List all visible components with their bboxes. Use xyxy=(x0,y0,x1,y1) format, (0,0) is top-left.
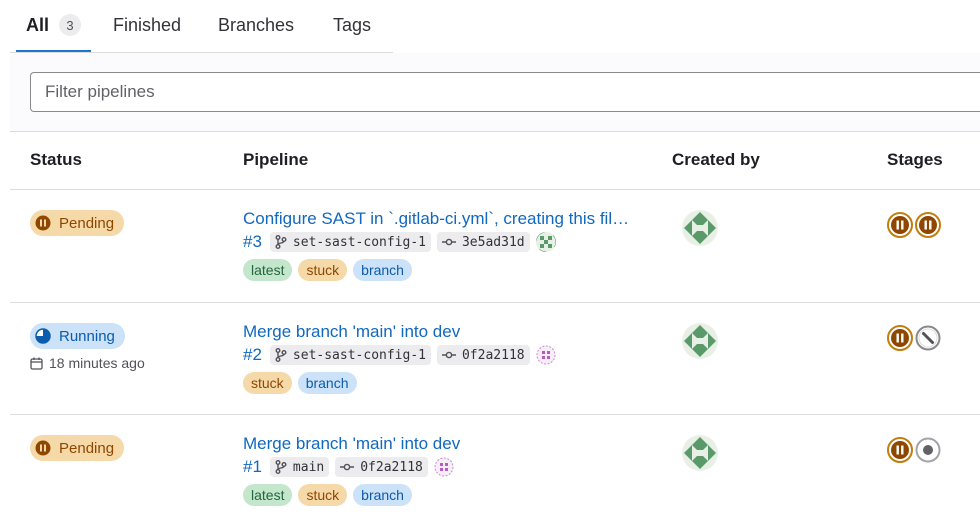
running-icon xyxy=(35,328,51,344)
label-branch: branch xyxy=(353,484,412,506)
commit-sha[interactable]: 0f2a2118 xyxy=(335,457,428,477)
label-branch: branch xyxy=(353,259,412,281)
commit-author-avatar[interactable] xyxy=(535,232,556,252)
avatar[interactable] xyxy=(682,323,718,359)
label-latest: latest xyxy=(243,259,293,281)
pending-icon[interactable] xyxy=(887,437,913,463)
branch-ref[interactable]: set-sast-config-1 xyxy=(269,345,431,365)
pipeline-row: Pending Merge branch 'main' into dev #1 … xyxy=(10,415,980,527)
header-pipeline: Pipeline xyxy=(243,150,309,169)
commit-icon xyxy=(441,351,456,359)
tab-finished[interactable]: Finished xyxy=(113,0,181,50)
pipeline-title-link[interactable]: Merge branch 'main' into dev xyxy=(243,322,461,341)
branch-icon xyxy=(275,235,287,249)
row-divider xyxy=(10,302,980,303)
header-created-by: Created by xyxy=(672,150,760,169)
header-status: Status xyxy=(30,150,82,169)
pipeline-id-link[interactable]: #2 xyxy=(243,345,262,364)
pipeline-tabs: All 3 Finished Branches Tags xyxy=(10,0,393,53)
status-label: Pending xyxy=(59,214,115,232)
avatar[interactable] xyxy=(682,435,718,471)
branch-ref[interactable]: set-sast-config-1 xyxy=(269,232,431,252)
pipeline-meta: #1 main 0f2a2118 xyxy=(243,457,454,477)
commit-sha-text: 3e5ad31d xyxy=(461,234,525,250)
pending-icon[interactable] xyxy=(915,212,941,238)
commit-sha[interactable]: 0f2a2118 xyxy=(436,345,530,365)
header-divider xyxy=(10,189,980,190)
row-divider xyxy=(10,414,980,415)
status-badge-pending[interactable]: Pending xyxy=(30,435,125,461)
status-badge-running[interactable]: Running xyxy=(30,323,125,349)
stages xyxy=(887,212,941,238)
filter-pipelines-input[interactable] xyxy=(30,72,980,112)
pending-icon[interactable] xyxy=(887,212,913,238)
pending-icon xyxy=(35,440,51,456)
calendar-icon xyxy=(30,357,43,370)
avatar[interactable] xyxy=(682,210,718,246)
tab-branches-label: Branches xyxy=(218,14,295,35)
label-branch: branch xyxy=(297,372,357,394)
branch-name: set-sast-config-1 xyxy=(292,234,426,250)
branch-ref[interactable]: main xyxy=(269,457,330,477)
commit-sha[interactable]: 3e5ad31d xyxy=(436,232,530,252)
commit-icon xyxy=(441,238,456,246)
created-icon[interactable] xyxy=(915,437,941,463)
branch-icon xyxy=(275,460,287,474)
commit-author-avatar[interactable] xyxy=(536,345,556,365)
pipeline-labels: stuck branch xyxy=(243,372,357,394)
commit-author-avatar[interactable] xyxy=(434,457,454,477)
tab-all[interactable]: All 3 xyxy=(15,0,92,52)
pipeline-finished-time: 18 minutes ago xyxy=(30,355,145,371)
commit-icon xyxy=(340,463,355,471)
pending-icon[interactable] xyxy=(887,325,913,351)
pending-icon xyxy=(35,215,51,231)
stages xyxy=(887,437,941,463)
pipeline-title-link[interactable]: Configure SAST in `.gitlab-ci.yml`, crea… xyxy=(243,209,635,228)
status-label: Pending xyxy=(59,439,115,457)
label-stuck: stuck xyxy=(243,372,292,394)
header-stages: Stages xyxy=(887,150,943,169)
pipeline-id-link[interactable]: #3 xyxy=(243,232,262,251)
commit-sha-text: 0f2a2118 xyxy=(360,459,423,475)
pipeline-labels: latest stuck branch xyxy=(243,259,412,281)
pipeline-id-link[interactable]: #1 xyxy=(243,457,262,476)
label-stuck: stuck xyxy=(298,484,348,506)
tab-branches[interactable]: Branches xyxy=(218,0,294,50)
pipeline-meta: #3 set-sast-config-1 3e5ad31d xyxy=(243,232,556,252)
pipeline-labels: latest stuck branch xyxy=(243,484,412,506)
pipeline-title-link[interactable]: Merge branch 'main' into dev xyxy=(243,434,461,453)
pipeline-row: Pending Configure SAST in `.gitlab-ci.ym… xyxy=(10,190,980,302)
tab-all-label: All xyxy=(26,14,50,35)
status-badge-pending[interactable]: Pending xyxy=(30,210,125,236)
commit-sha-text: 0f2a2118 xyxy=(461,347,525,363)
pipeline-row: Running 18 minutes ago Merge branch 'mai… xyxy=(10,303,980,415)
canceled-icon[interactable] xyxy=(915,325,941,351)
label-latest: latest xyxy=(243,484,293,506)
tab-tags-label: Tags xyxy=(333,14,372,35)
branch-icon xyxy=(275,348,287,362)
status-label: Running xyxy=(59,327,115,345)
filter-bar xyxy=(10,53,980,132)
stages xyxy=(887,325,941,351)
duration-text: 18 minutes ago xyxy=(49,355,145,371)
pipeline-meta: #2 set-sast-config-1 0f2a2118 xyxy=(243,345,556,365)
tab-tags[interactable]: Tags xyxy=(333,0,371,50)
branch-name: main xyxy=(292,459,325,475)
tab-all-count: 3 xyxy=(59,14,82,36)
label-stuck: stuck xyxy=(298,259,348,281)
tab-finished-label: Finished xyxy=(113,14,182,35)
branch-name: set-sast-config-1 xyxy=(292,347,426,363)
